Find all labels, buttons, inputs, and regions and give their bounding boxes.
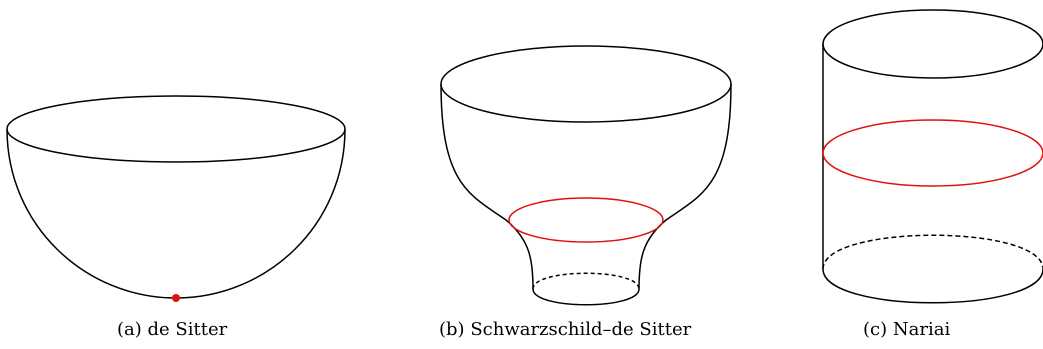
bowl-body <box>6 128 346 299</box>
panel-nariai <box>822 9 1043 304</box>
cylinder-bottom-front <box>822 268 1043 304</box>
horizon-ring <box>822 119 1043 187</box>
caption-de-sitter: (a) de Sitter <box>117 319 227 341</box>
figure-diagram <box>6 9 1043 306</box>
bowl-bottom-point <box>172 294 180 302</box>
left-wall <box>440 83 534 290</box>
cylinder-top <box>822 9 1043 79</box>
bottom-rim-front <box>532 288 640 306</box>
caption-label: (c) <box>863 319 888 340</box>
caption-label: (b) <box>439 319 465 340</box>
right-wall <box>638 83 732 290</box>
bowl-rim <box>6 95 346 163</box>
cylinder-bottom-back <box>822 234 1043 270</box>
horizon-ring <box>508 197 664 243</box>
caption-label: (a) <box>117 319 142 340</box>
top-rim <box>440 45 732 123</box>
caption-text: de Sitter <box>147 319 228 340</box>
caption-schwarzschild-de-sitter: (b) Schwarzschild–de Sitter <box>439 319 691 341</box>
panel-schwarzschild-de-sitter <box>440 45 732 306</box>
caption-nariai: (c) Nariai <box>863 319 950 341</box>
bottom-rim-back <box>532 272 640 290</box>
panel-de-sitter <box>6 95 346 302</box>
caption-text: Nariai <box>892 319 951 340</box>
caption-text: Schwarzschild–de Sitter <box>470 319 692 340</box>
